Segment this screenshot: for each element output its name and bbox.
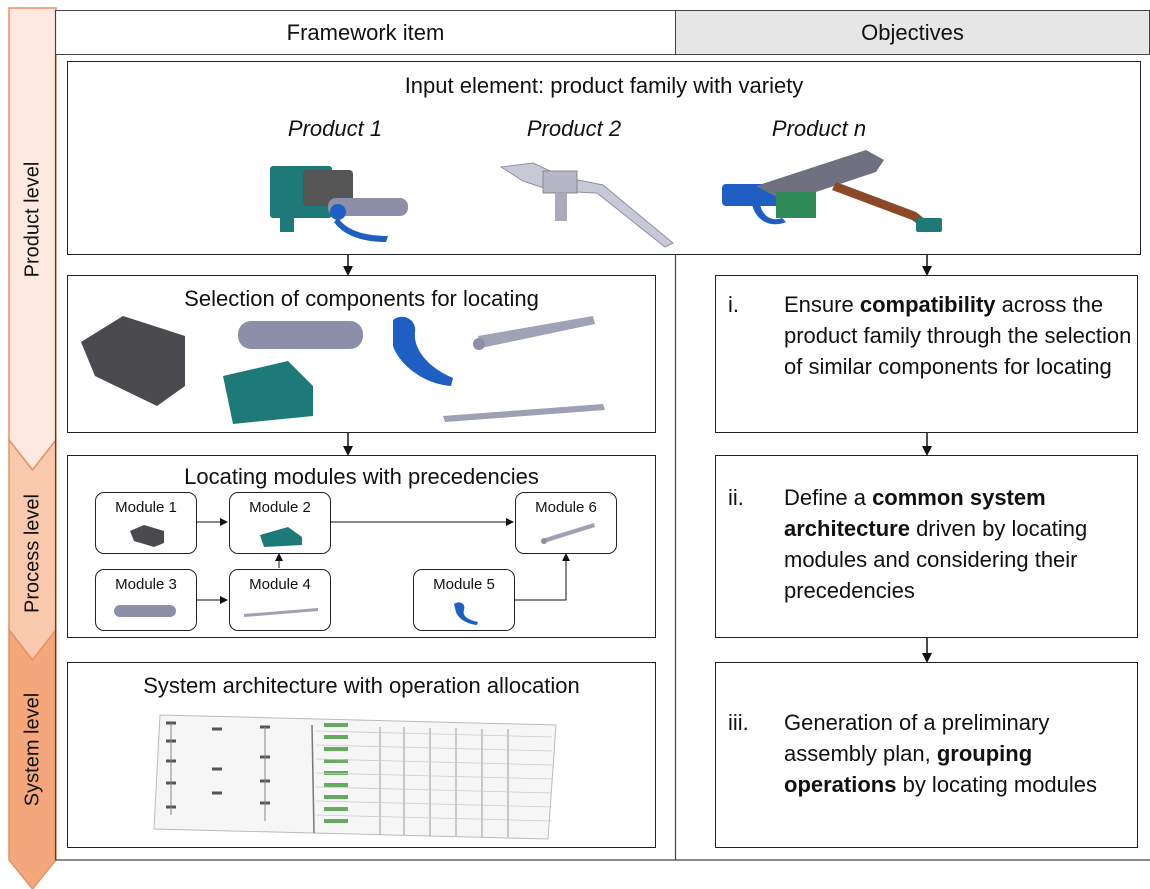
product-2-image	[499, 162, 674, 248]
locating-modules-title: Locating modules with precedencies	[184, 464, 539, 489]
objective-1-text: Ensure compatibility across the product …	[784, 289, 1133, 382]
selection-title: Selection of components for locating	[184, 286, 539, 311]
module-1-image	[130, 525, 164, 547]
objective-2-number: ii.	[728, 485, 744, 510]
objective-3-text: Generation of a preliminary assembly pla…	[784, 707, 1133, 800]
input-element-box: Input element: product family with varie…	[67, 61, 1141, 255]
objective-1-box: i. Ensure compatibility across the produ…	[715, 275, 1138, 433]
module-3: Module 3	[95, 569, 197, 631]
system-architecture-title: System architecture with operation alloc…	[143, 673, 580, 698]
input-element-title: Input element: product family with varie…	[404, 73, 804, 98]
selection-box: Selection of components for locating	[67, 275, 656, 433]
module-1-label: Module 1	[115, 499, 177, 516]
module-6-image	[541, 523, 595, 544]
objective-3-segment: grouping operations	[784, 741, 1033, 797]
system-level-label: System level	[21, 692, 44, 807]
objective-3-box: iii. Generation of a preliminary assembl…	[715, 662, 1138, 848]
objective-2-segment: common system architecture	[784, 485, 1046, 541]
objective-1-segment: Ensure	[784, 292, 860, 317]
module-2: Module 2	[229, 492, 331, 554]
module-5-label: Module 5	[433, 576, 495, 593]
product-1-label: Product 1	[287, 116, 383, 141]
objectives-header: Objectives	[675, 10, 1150, 55]
objective-1-segment: across the product family through the se…	[784, 292, 1132, 379]
module-5-image	[454, 602, 478, 625]
module-3-image	[114, 605, 176, 617]
module-4: Module 4	[229, 569, 331, 631]
objective-3-segment: by locating modules	[896, 772, 1098, 797]
objective-1-number: i.	[728, 292, 739, 317]
module-4-label: Module 4	[249, 576, 311, 593]
module-2-image	[260, 527, 302, 547]
module-6-label: Module 6	[535, 499, 597, 516]
product-level-label: Product level	[21, 161, 44, 278]
module-3-label: Module 3	[115, 576, 177, 593]
system-architecture-box: System architecture with operation alloc…	[67, 662, 656, 848]
locating-modules-box: Locating modules with precedencies Modul…	[67, 455, 656, 638]
objective-2-segment: Define a	[784, 485, 873, 510]
level-indicator	[8, 7, 57, 889]
assembly-plan-image	[153, 714, 557, 840]
framework-item-header: Framework item	[55, 10, 676, 55]
module-1: Module 1	[95, 492, 197, 554]
product-1-image	[270, 166, 408, 242]
product-2-label: Product 2	[526, 116, 622, 141]
objective-1-segment: compatibility	[859, 292, 996, 317]
objective-3-number: iii.	[728, 710, 749, 735]
module-5: Module 5	[413, 569, 515, 631]
objective-2-box: ii. Define a common system architecture …	[715, 455, 1138, 638]
objective-3-segment: Generation of a preliminary assembly pla…	[784, 710, 1050, 766]
module-2-label: Module 2	[249, 499, 311, 516]
product-n-image	[722, 150, 942, 232]
product-n-label: Product n	[771, 116, 867, 141]
components-image	[81, 316, 605, 424]
module-6: Module 6	[515, 492, 617, 554]
objective-2-text: Define a common system architecture driv…	[784, 482, 1133, 606]
module-4-image	[244, 608, 318, 617]
objective-2-segment: driven by locating modules and consideri…	[784, 516, 1088, 603]
process-level-label: Process level	[21, 494, 44, 613]
